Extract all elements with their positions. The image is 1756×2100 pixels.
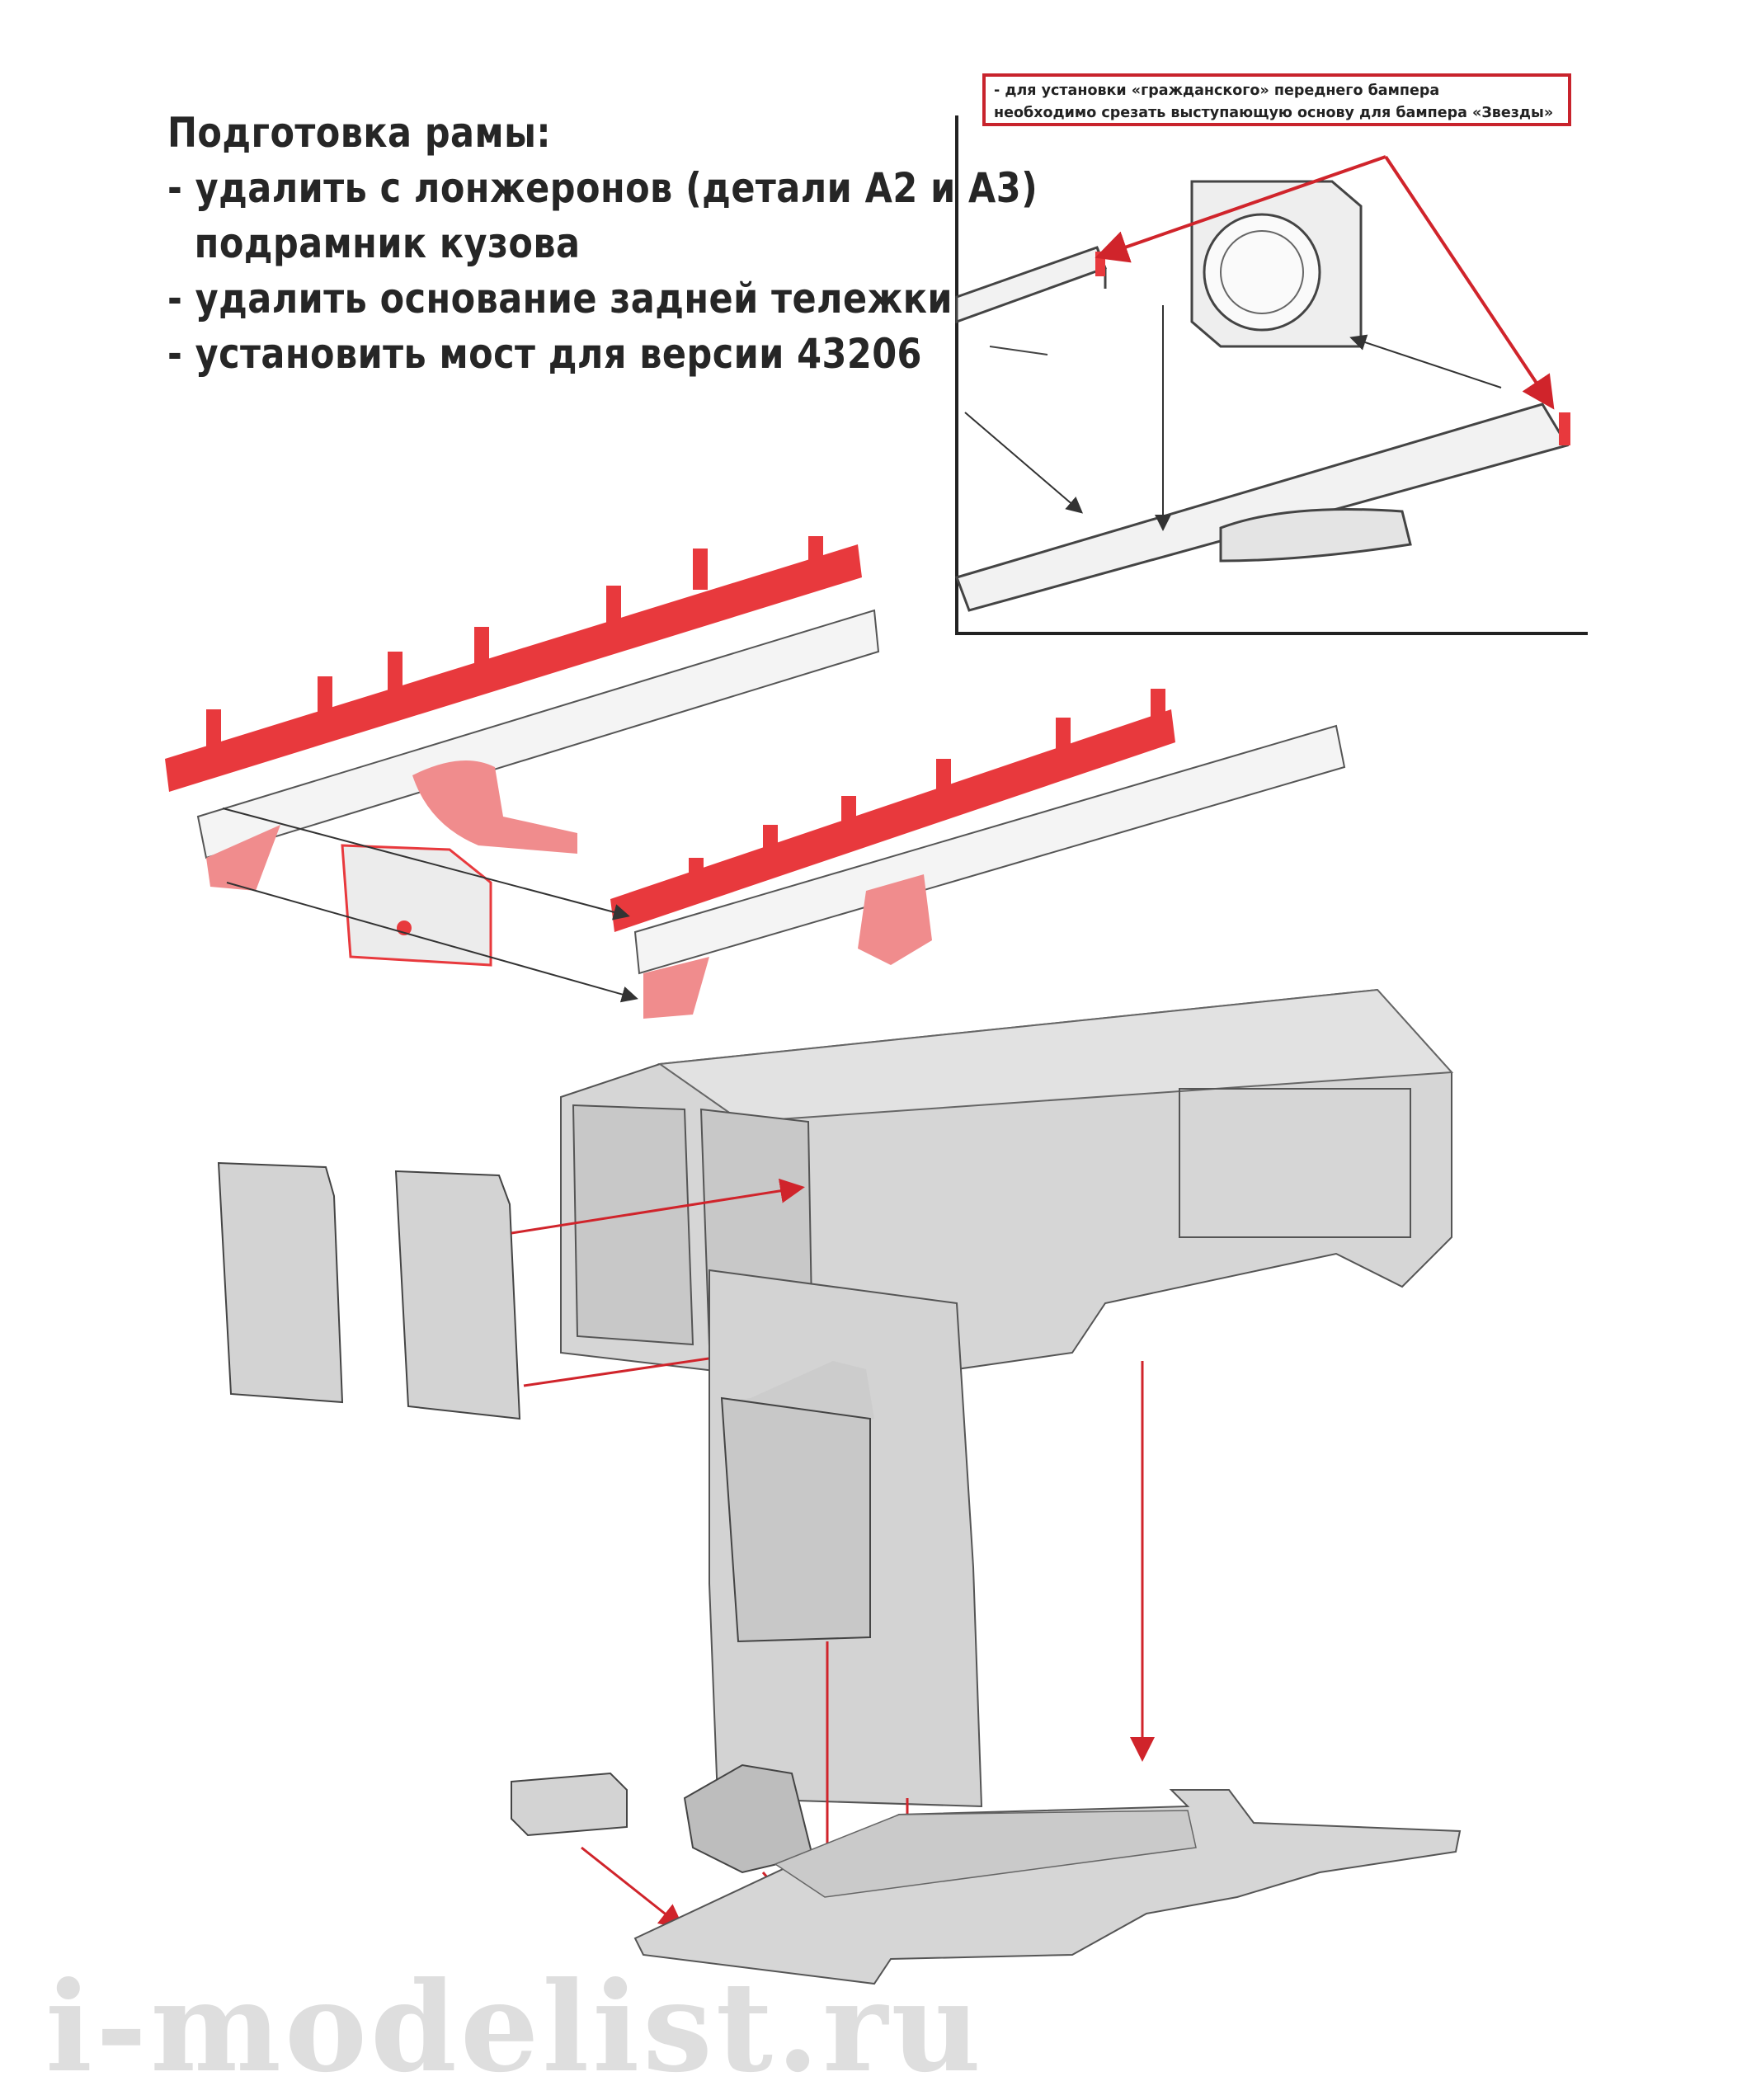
cab-body (560, 988, 1454, 1387)
toolbox-part (511, 1772, 628, 1837)
note-line: необходимо срезать выступающую основу дл… (994, 105, 1554, 121)
pointer-arrow (511, 1178, 805, 1235)
frame-rail-left (165, 536, 880, 967)
door-left (217, 1161, 344, 1404)
pointer-arrow (1384, 155, 1555, 410)
watermark: i-modelist.ru (45, 1955, 985, 2100)
dashboard-panel (709, 1269, 983, 1808)
pointer-arrow (1095, 155, 1386, 263)
bumper-inset (955, 115, 1588, 635)
instructions-heading: Подготовка рамы: (167, 109, 552, 157)
note-line: - для установки «гражданского» переднего… (994, 82, 1440, 99)
cab-floor (633, 1789, 1462, 1985)
instruction-step: - удалить с лонжеронов (детали А2 и А3) (167, 164, 1038, 212)
frame-rail-right (222, 689, 1346, 1019)
front-frame-drawing (955, 246, 1570, 612)
radiator-drawing (1190, 180, 1363, 348)
instruction-step: - удалить основание задней тележки (167, 275, 953, 323)
door-right (394, 1170, 521, 1420)
instruction-step: - установить мост для версии 43206 (167, 330, 922, 378)
instruction-step: подрамник кузова (194, 219, 581, 267)
bumper-note: - для установки «гражданского» переднего… (982, 73, 1571, 126)
instructions-text: Подготовка рамы: - удалить с лонжеронов … (167, 106, 1038, 382)
